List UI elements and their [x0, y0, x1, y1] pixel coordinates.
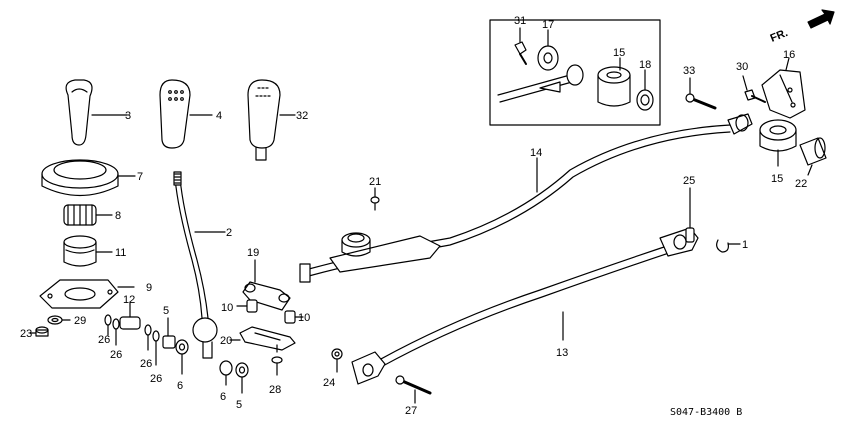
rod-end-detail	[497, 64, 584, 103]
callout-p29: 29	[74, 315, 86, 327]
boot-ring-7	[41, 159, 136, 197]
callout-p26c: 26	[140, 358, 152, 370]
callout-p33: 33	[683, 65, 695, 77]
callout-p23: 23	[20, 328, 32, 340]
nut-24	[331, 348, 343, 373]
bushing-11	[63, 235, 113, 267]
washers-26	[104, 314, 160, 366]
callout-p6b: 6	[220, 391, 226, 403]
shift-knob-3	[65, 79, 128, 146]
callout-p24: 24	[323, 377, 335, 389]
callout-p27: 27	[405, 405, 417, 417]
bushing-10a	[236, 299, 258, 313]
bolt-28	[271, 344, 283, 376]
bushing-8	[63, 204, 113, 226]
callout-p7: 7	[137, 171, 143, 183]
bushing-6a	[175, 339, 189, 375]
bolt-31	[514, 27, 527, 65]
callout-p1: 1	[742, 239, 748, 251]
nut-29	[47, 315, 71, 325]
callout-p8: 8	[115, 210, 121, 222]
callout-p6a: 6	[177, 380, 183, 392]
callout-p2: 2	[226, 227, 232, 239]
callout-p3: 3	[125, 110, 131, 122]
callout-p21: 21	[369, 176, 381, 188]
callout-p5b: 5	[236, 399, 242, 411]
shift-rod-14	[299, 113, 753, 283]
bracket-16	[761, 57, 806, 119]
callout-p15a: 15	[613, 47, 625, 59]
bolt-33	[685, 77, 717, 110]
direction-label: FR.	[769, 27, 790, 45]
callout-p4: 4	[216, 110, 222, 122]
callout-p26b: 26	[110, 349, 122, 361]
bushing-5a	[162, 317, 176, 349]
callout-p15b: 15	[771, 173, 783, 185]
front-arrow-icon	[807, 9, 835, 29]
callout-p28: 28	[269, 384, 281, 396]
bushing-6b	[219, 360, 233, 386]
plate-9	[39, 279, 135, 309]
callout-p10b: 10	[298, 312, 310, 324]
clip-1	[716, 239, 741, 253]
callout-p17: 17	[542, 19, 554, 31]
detail-box	[489, 19, 661, 126]
callout-p26a: 26	[98, 334, 110, 346]
drawing-code: S047-B3400 B	[670, 407, 742, 418]
callout-p10a: 10	[221, 302, 233, 314]
bushing-17	[537, 29, 559, 71]
bracket-20	[229, 326, 296, 351]
callout-p26d: 26	[150, 373, 162, 385]
bushing-15b	[759, 119, 797, 167]
shift-lever-2	[173, 171, 226, 359]
pin-12	[119, 301, 141, 330]
callout-p14: 14	[530, 147, 542, 159]
callout-p20: 20	[220, 335, 232, 347]
callout-p9: 9	[146, 282, 152, 294]
bolt-30	[742, 75, 766, 103]
callout-p12: 12	[123, 294, 135, 306]
callout-p22: 22	[795, 178, 807, 190]
callout-p13: 13	[556, 347, 568, 359]
nut-23	[29, 326, 49, 337]
washer-18	[636, 69, 654, 111]
callout-p31: 31	[514, 15, 526, 27]
callout-p5a: 5	[163, 305, 169, 317]
callout-p19: 19	[247, 247, 259, 259]
callout-p11: 11	[115, 247, 126, 259]
bushing-15a	[597, 57, 631, 107]
callout-p32: 32	[296, 110, 308, 122]
bushing-5b	[235, 362, 249, 394]
bolt-21	[370, 187, 380, 211]
pin-25	[685, 187, 695, 243]
bushing-10b	[284, 310, 304, 324]
shift-knob-32	[247, 79, 296, 161]
shift-knob-4	[159, 79, 213, 149]
bolt-27	[395, 375, 432, 404]
callout-p25: 25	[683, 175, 695, 187]
callout-p16: 16	[783, 49, 795, 61]
collar-22	[799, 137, 827, 176]
callout-p30: 30	[736, 61, 748, 73]
callout-p18: 18	[639, 59, 651, 71]
